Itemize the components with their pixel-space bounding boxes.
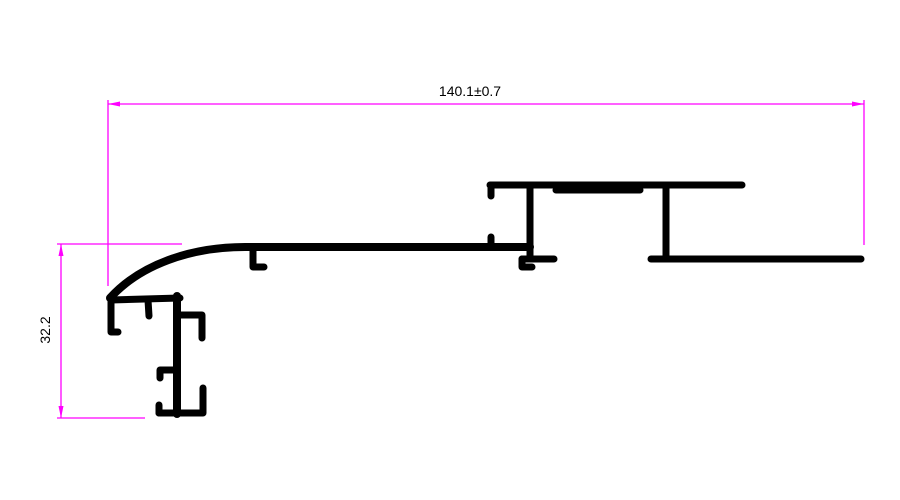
curved-top-flange [106, 243, 534, 302]
left-nub [144, 296, 153, 320]
dimension-lines [57, 100, 865, 419]
right-web-1-tab [518, 255, 536, 271]
aluminum-profile [106, 181, 865, 418]
width-dimension-label: 140.1±0.7 [439, 83, 501, 99]
top-flange-hook [249, 246, 268, 271]
height-dimension-label: 32.2 [37, 316, 53, 343]
bottom-web [155, 384, 207, 417]
arrow-bottom [58, 406, 64, 418]
middle-left-hook [156, 366, 179, 382]
arrow-right [852, 101, 864, 107]
left-lip [107, 296, 122, 336]
dimension-arrows [58, 101, 864, 418]
upper-right-hook [176, 311, 206, 342]
arrow-left [108, 101, 120, 107]
arrow-top [58, 244, 64, 256]
